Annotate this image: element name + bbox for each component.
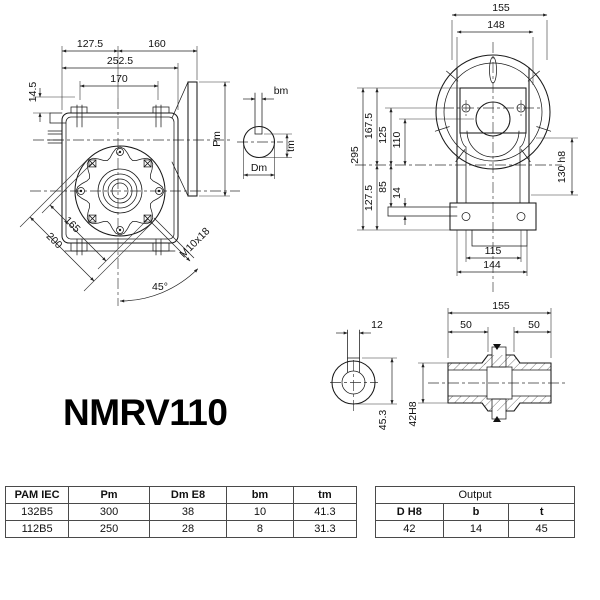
table-cell: 132B5: [4, 503, 70, 521]
dim-shaft-dia-dm: Dm: [251, 162, 268, 174]
model-title: NMRV110: [63, 392, 228, 433]
hollow-shaft-view: 155 50 50 42H8: [407, 300, 566, 427]
table-cell: 10: [226, 503, 294, 521]
dim-shaft-length: 155: [492, 300, 510, 312]
dim-bolt-diagonal: 165: [62, 214, 83, 235]
dim-foot-thickness: 14: [391, 187, 403, 199]
output-header-t: t: [508, 503, 575, 521]
output-bore-section: 12 45.3: [330, 319, 397, 430]
table-cell: 45: [508, 520, 575, 538]
dim-110: 110: [391, 131, 403, 148]
output-table: Output D H8 b t 42 14 45: [375, 486, 575, 538]
dim-output-key-depth: 45.3: [377, 410, 389, 431]
table-cell: 112B5: [4, 520, 70, 538]
rear-view: 155 148 295 167.5 127.5 125 110 85 14 13…: [349, 2, 578, 292]
pam-table-row-112b5: 112B5 250 28 8 31.3: [4, 520, 358, 538]
table-cell: 300: [68, 503, 150, 521]
pam-table-header-row: PAM IEC Pm Dm E8 bm tm: [4, 486, 358, 504]
dim-axis-to-top: 167.5: [363, 113, 375, 139]
pam-header-pam-iec: PAM IEC: [4, 486, 70, 504]
table-cell: 250: [68, 520, 150, 538]
dim-output-key-width: 12: [371, 319, 383, 331]
dim-key-depth-tm: tm: [285, 140, 297, 152]
table-cell: 8: [226, 520, 294, 538]
front-view: 127.5 160 252.5 170 14.5 Pm 165 200 45° …: [19, 38, 240, 306]
output-table-header-row: D H8 b t: [375, 503, 575, 521]
dim-shaft-left-end: 50: [460, 319, 472, 331]
pam-table-row-132b5: 132B5 300 38 10 41.3: [4, 503, 358, 521]
pam-header-tm: tm: [292, 486, 358, 504]
table-cell: 41.3: [292, 503, 358, 521]
dim-shaft-right-end: 50: [528, 319, 540, 331]
output-table-title: Output: [375, 486, 575, 504]
pam-header-bm: bm: [226, 486, 294, 504]
dim-125: 125: [377, 126, 389, 144]
dim-tapped-hole: M10x18: [177, 225, 212, 260]
table-cell: 42: [375, 520, 444, 538]
dim-height: 295: [349, 146, 361, 164]
dim-motor-flange-dia: Pm: [211, 131, 223, 147]
table-cell: 28: [148, 520, 228, 538]
output-table-value-row: 42 14 45: [375, 520, 575, 538]
dim-width-left: 127.5: [77, 38, 103, 50]
table-cell: 31.3: [292, 520, 358, 538]
dim-rear-width: 155: [492, 2, 510, 14]
dim-flange-width: 148: [487, 19, 505, 31]
pam-header-dm-e8: Dm E8: [148, 486, 228, 504]
dim-spigot-dia: 130 h8: [556, 151, 568, 183]
pam-table: PAM IEC Pm Dm E8 bm tm 132B5 300 38 10 4…: [4, 486, 358, 538]
output-header-b: b: [442, 503, 510, 521]
dim-key-width-bm: bm: [274, 85, 289, 97]
output-header-d-h8: D H8: [375, 503, 444, 521]
dim-bore-dia: 42H8: [407, 401, 419, 426]
dim-foot-width: 144: [483, 259, 501, 271]
dim-width-right: 160: [148, 38, 166, 50]
dim-foot-hole-spacing: 115: [485, 245, 502, 257]
dim-offset: 14.5: [27, 82, 39, 103]
table-cell: 38: [148, 503, 228, 521]
pam-header-pm: Pm: [68, 486, 150, 504]
dim-width-total: 252.5: [107, 55, 133, 67]
output-table-title-row: Output: [375, 486, 575, 504]
input-shaft-section: bm tm Dm: [237, 85, 297, 179]
dim-axis-to-bottom: 127.5: [363, 185, 375, 211]
table-cell: 14: [442, 520, 510, 538]
dim-lug-spacing: 170: [110, 73, 128, 85]
dim-axis-to-foot: 85: [377, 181, 389, 193]
dim-angle: 45°: [152, 281, 168, 293]
